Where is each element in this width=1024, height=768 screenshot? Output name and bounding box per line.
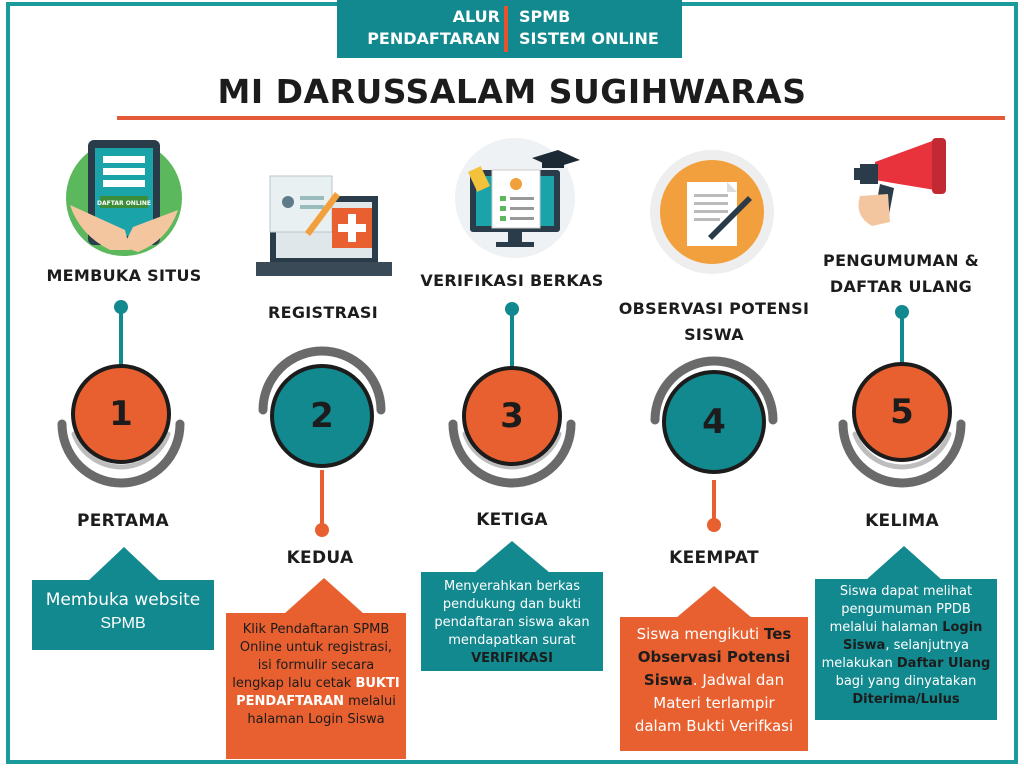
tablet-daftar-online-icon: DAFTAR ONLINE <box>66 140 182 256</box>
step1-title: MEMBUKA SITUS <box>46 266 202 285</box>
box-pointers <box>88 541 942 618</box>
header-left-line2: PENDAFTARAN <box>367 29 500 48</box>
step2-desc-text1: Klik Pendaftaran SPMB Online untuk regis… <box>232 622 393 691</box>
number-circles <box>71 362 952 474</box>
megaphone-icon <box>854 138 946 226</box>
step1-ordinal: PERTAMA <box>76 511 169 531</box>
header-right-line2: SISTEM ONLINE <box>519 29 659 48</box>
header-divider <box>504 6 508 52</box>
header-right-line1: SPMB <box>519 7 571 26</box>
step1-desc-line1: Membuka website <box>45 590 201 610</box>
monitor-checklist-graduation-icon <box>455 138 580 258</box>
header-right: SPMB SISTEM ONLINE <box>519 6 689 50</box>
step2-ordinal: KEDUA <box>286 548 354 568</box>
step3-ordinal: KETIGA <box>476 510 548 530</box>
step5-desc-text1: Siswa dapat melihat pengumuman PPDB mela… <box>829 584 973 635</box>
laptop-form-icon <box>256 175 392 276</box>
step2-description: Klik Pendaftaran SPMB Online untuk regis… <box>226 613 406 759</box>
step5-number: 5 <box>890 392 914 432</box>
arcs <box>57 346 966 488</box>
header-banner: ALUR PENDAFTARAN SPMB SISTEM ONLINE <box>337 0 682 58</box>
step5-title-line2: DAFTAR ULANG <box>829 277 973 296</box>
document-pen-icon <box>650 150 774 274</box>
step5-desc-text3: bagi yang dinyatakan <box>835 674 977 689</box>
step4-desc-text2: . Jadwal dan Materi terlampir dalam Bukt… <box>634 671 794 735</box>
step5-desc-bold1: Login Siswa <box>842 620 983 653</box>
step5-ordinal: KELIMA <box>865 511 939 531</box>
step5-title: PENGUMUMAN & DAFTAR ULANG <box>812 248 990 300</box>
step2-desc-text2: melalui halaman Login Siswa <box>247 694 396 727</box>
step2-title: REGISTRASI <box>268 303 378 322</box>
step3-description: Menyerahkan berkas pendukung dan bukti p… <box>421 572 603 671</box>
connectors <box>119 306 904 368</box>
step3-number: 3 <box>500 396 524 436</box>
step1-number: 1 <box>109 394 133 434</box>
header-left-line1: ALUR <box>452 7 500 26</box>
step1-desc-line2: SPMB <box>100 615 146 632</box>
step2-desc-bold: BUKTI PENDAFTARAN <box>236 676 400 709</box>
header-left: ALUR PENDAFTARAN <box>330 6 500 50</box>
tablet-label: DAFTAR ONLINE <box>97 200 151 207</box>
connector-dots <box>114 300 909 537</box>
step4-desc-text1: Siswa mengikuti <box>636 625 764 643</box>
step5-desc-text2: , selanjutnya melakukan <box>821 638 970 671</box>
step5-desc-bold2: Daftar Ulang <box>896 656 991 671</box>
title-underline <box>117 116 1005 120</box>
step4-title-line1: OBSERVASI POTENSI <box>618 299 810 318</box>
step4-desc-bold: Tes Observasi Potensi Siswa <box>637 625 792 689</box>
step4-description: Siswa mengikuti Tes Observasi Potensi Si… <box>620 617 808 751</box>
step3-title: VERIFIKASI BERKAS <box>420 271 604 290</box>
page-title: MI DARUSSALAM SUGIHWARAS <box>217 72 807 111</box>
step4-ordinal: KEEMPAT <box>669 548 759 568</box>
step2-number: 2 <box>310 396 334 436</box>
step5-desc-bold3: Diterima/Lulus <box>852 692 960 707</box>
step5-description: Siswa dapat melihat pengumuman PPDB mela… <box>815 579 997 720</box>
step3-desc-text1: Menyerahkan berkas pendukung dan bukti p… <box>434 579 590 648</box>
step5-title-line1: PENGUMUMAN & <box>823 251 979 270</box>
step4-title-line2: SISWA <box>684 325 744 344</box>
step4-number: 4 <box>702 402 726 442</box>
step4-title: OBSERVASI POTENSI SISWA <box>610 296 818 348</box>
step3-desc-bold: VERIFIKASI <box>471 651 553 666</box>
step1-description: Membuka website SPMB <box>32 580 214 650</box>
